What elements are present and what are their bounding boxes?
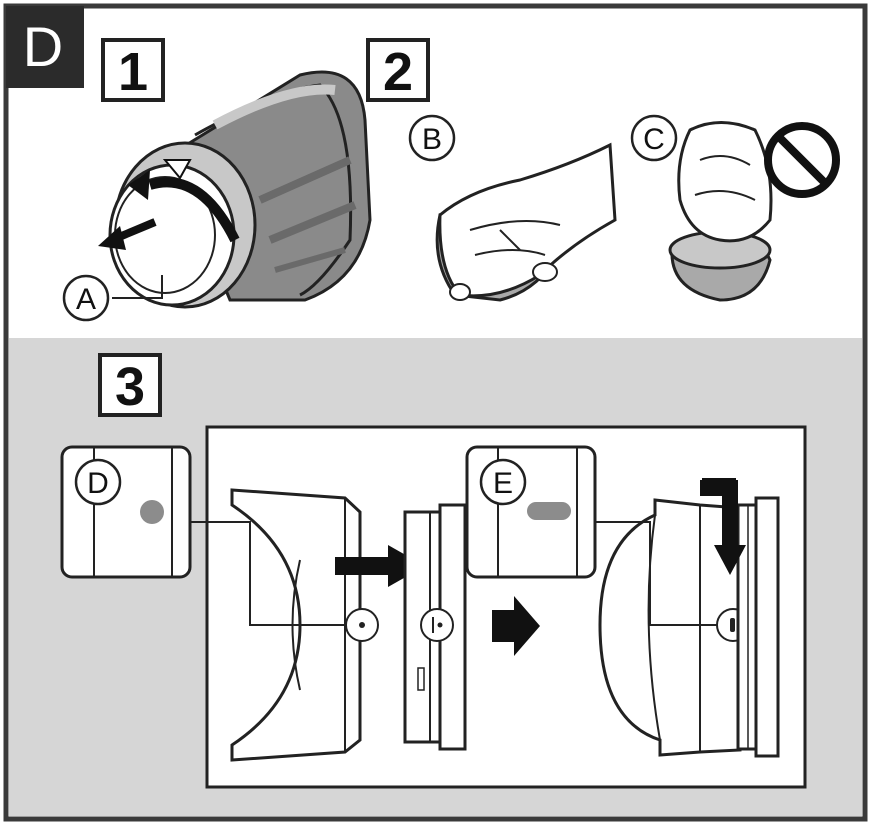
- section-badge-label: D: [23, 15, 63, 78]
- step-2-label: 2: [383, 42, 413, 102]
- step-2-box: 2: [366, 38, 430, 102]
- section-badge: D: [6, 6, 84, 88]
- detail-inset-e: E: [465, 445, 597, 579]
- hand-correct-illustration: [435, 142, 617, 302]
- prohibited-icon: [764, 122, 840, 198]
- step-1-label: 1: [118, 42, 148, 102]
- step-1-box: 1: [101, 38, 165, 102]
- arrow-forward-icon: [492, 596, 540, 656]
- rotate-arrow-icon: [148, 177, 240, 243]
- lens-illustration: [98, 70, 372, 309]
- callout-e-label: E: [493, 467, 513, 500]
- lens-barrel-left: [403, 503, 467, 751]
- lens-hood-left: [190, 488, 379, 762]
- callout-a-label: A: [76, 283, 96, 316]
- arrow-down-icon: [700, 478, 746, 575]
- detail-inset-d: D: [60, 445, 192, 579]
- step-3-box: 3: [98, 353, 162, 417]
- callout-c-label: C: [643, 123, 665, 156]
- alignment-bar-mark: [527, 502, 571, 520]
- callout-d-label: D: [87, 467, 109, 500]
- callout-b-label: B: [422, 123, 442, 156]
- alignment-dot-mark: [140, 500, 164, 524]
- lens-barrel-right: [736, 496, 780, 758]
- callout-a: A: [62, 274, 110, 322]
- step-3-label: 3: [115, 357, 145, 417]
- callout-b: B: [408, 114, 456, 162]
- callout-c: C: [630, 114, 678, 162]
- hand-incorrect-illustration: [668, 121, 773, 302]
